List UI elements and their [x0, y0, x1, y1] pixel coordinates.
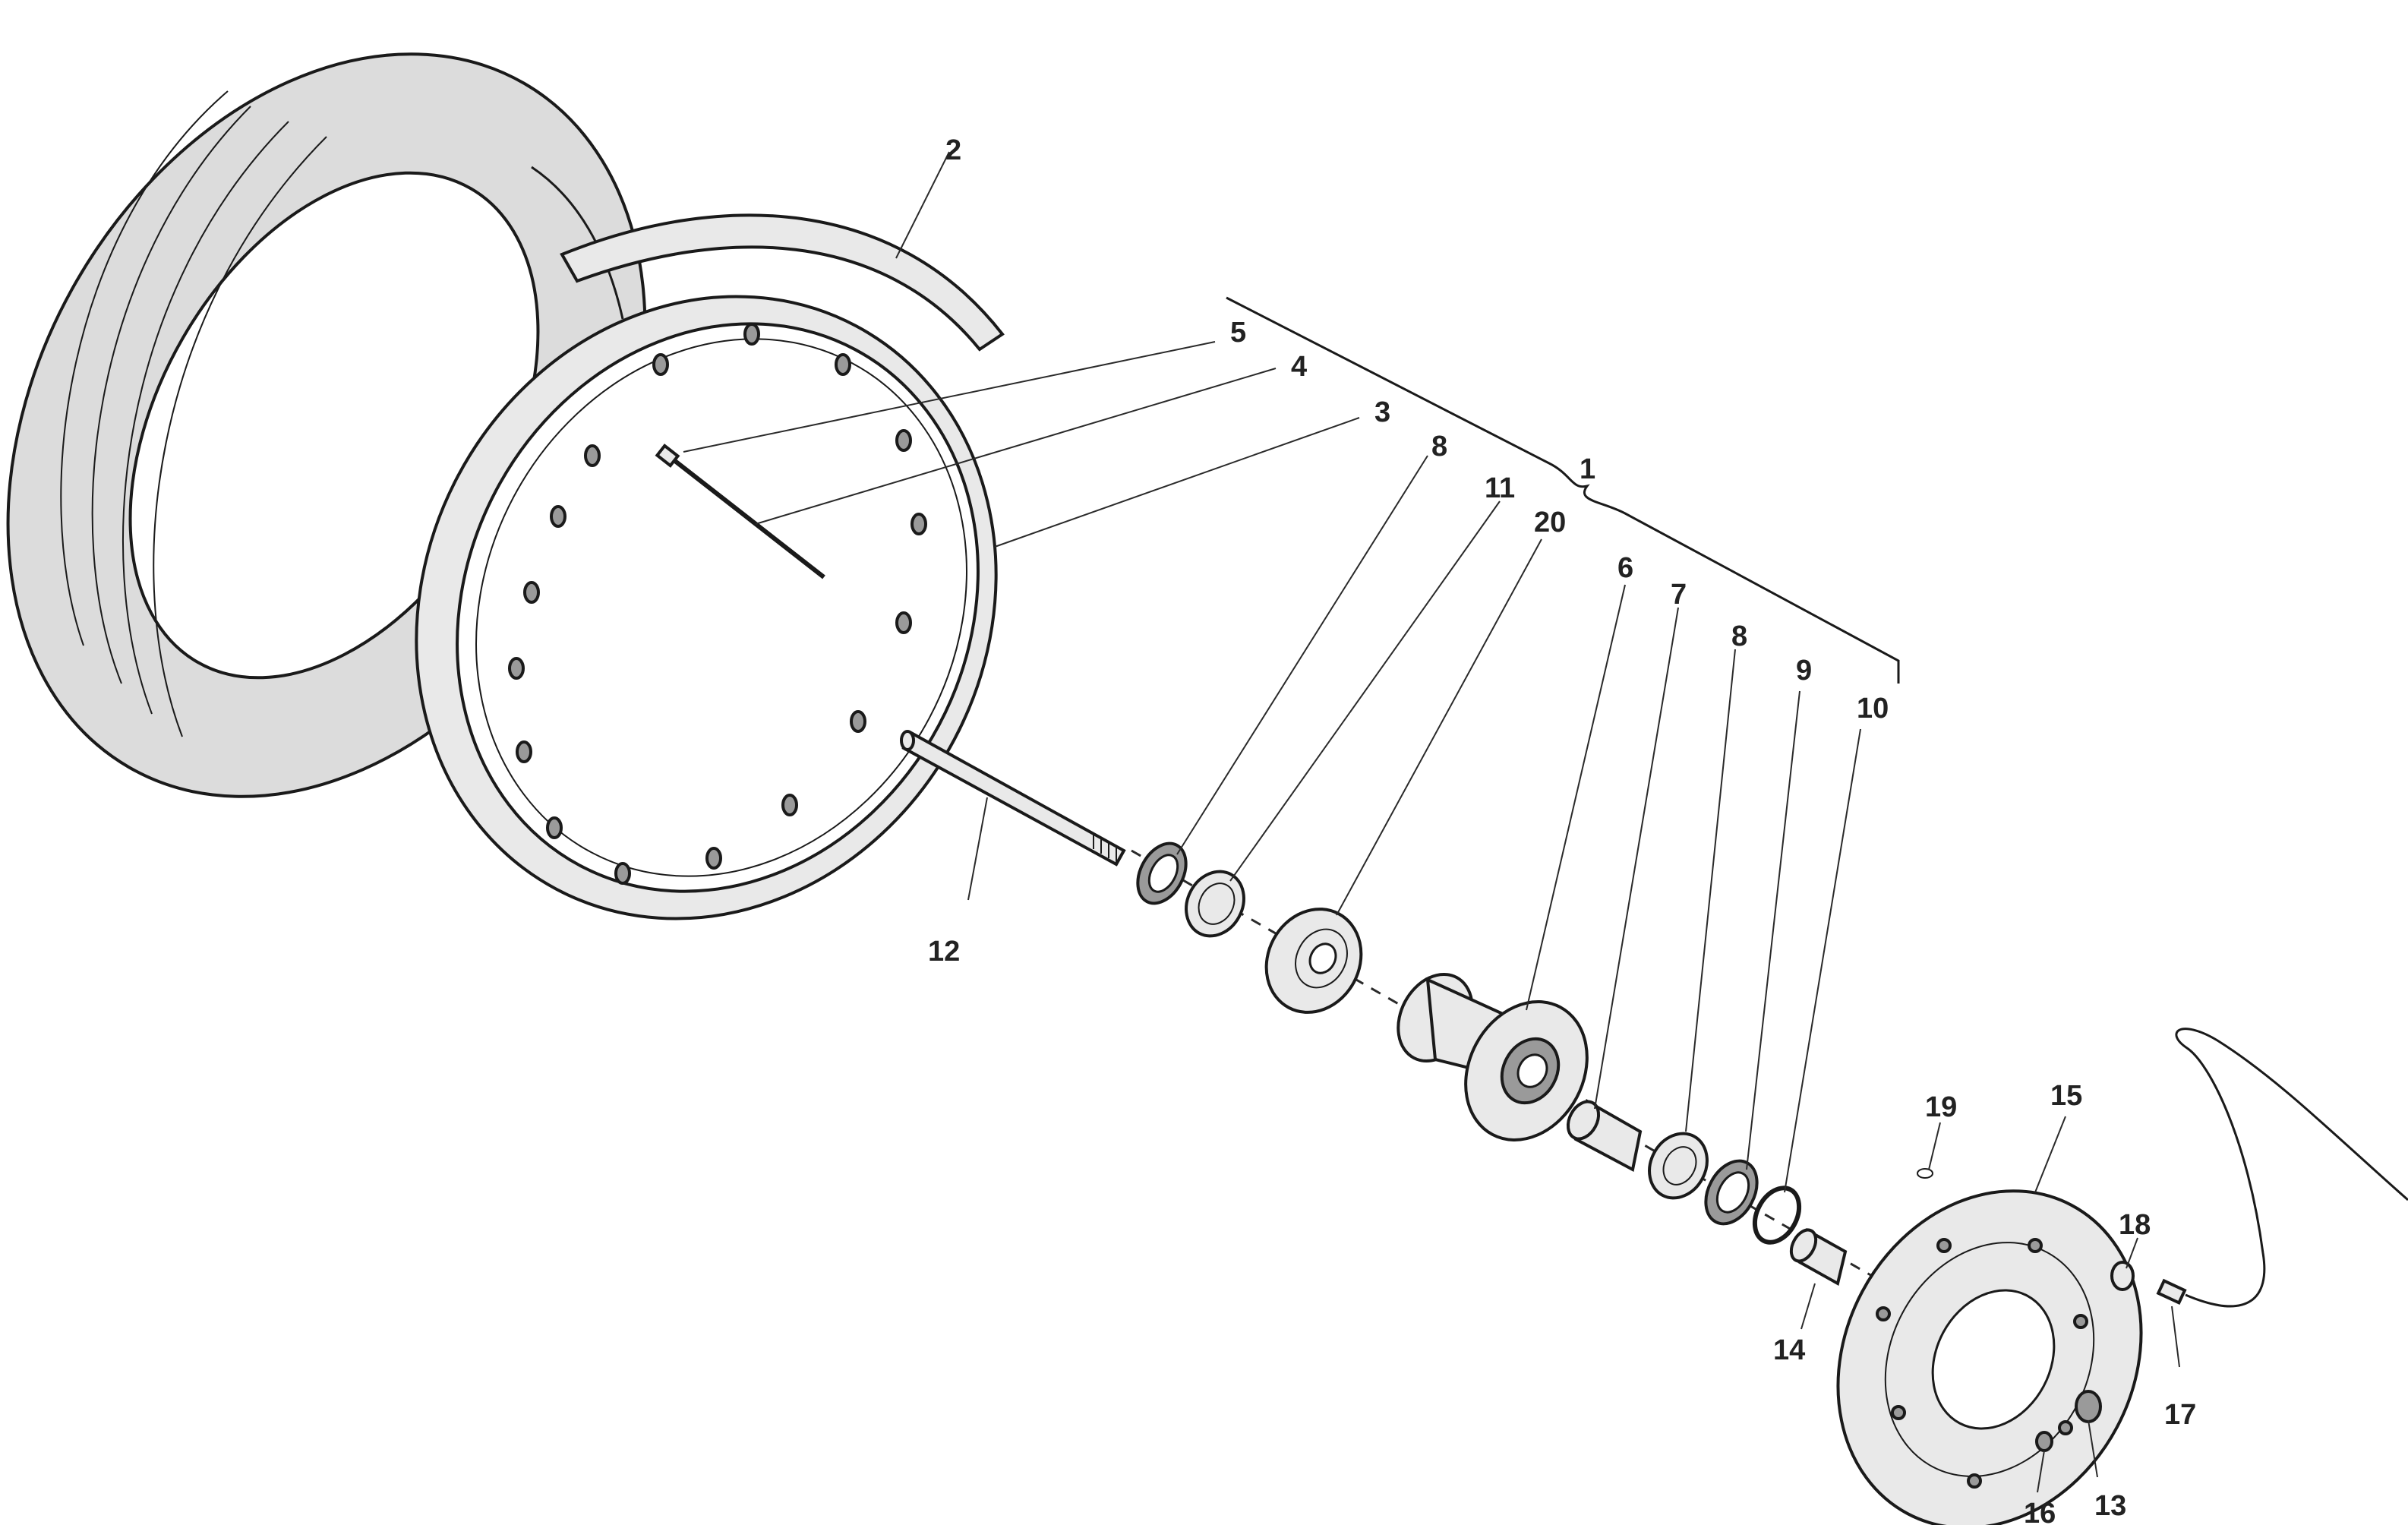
valve-spoke — [655, 444, 825, 579]
bearing-left — [1185, 870, 1245, 938]
callout-3: 3 — [1374, 396, 1390, 428]
brake-disc — [1836, 1189, 2143, 1525]
callout-8a: 8 — [1431, 431, 1447, 463]
bearing-right — [1648, 1132, 1709, 1200]
assembly-bracket — [1226, 296, 1900, 684]
callout-16: 16 — [2024, 1498, 2056, 1525]
callout-17: 17 — [2164, 1399, 2196, 1431]
brake-spacer — [1789, 1227, 1848, 1287]
callout-1: 1 — [1580, 453, 1595, 485]
callout-11: 11 — [1485, 472, 1515, 504]
callout-13: 13 — [2094, 1490, 2126, 1522]
callout-9: 9 — [1796, 655, 1812, 687]
callout-8b: 8 — [1731, 620, 1747, 652]
callout-10: 10 — [1857, 693, 1889, 725]
callout-5: 5 — [1230, 317, 1246, 349]
oil-seal-right — [1704, 1159, 1759, 1226]
rim-strip — [560, 213, 1005, 352]
callout-2: 2 — [945, 134, 961, 166]
callout-18: 18 — [2119, 1209, 2151, 1241]
callout-14: 14 — [1773, 1334, 1805, 1366]
speed-sensor-cable — [2156, 1028, 2408, 1308]
rim — [415, 295, 998, 920]
callout-15: 15 — [2050, 1080, 2082, 1112]
circlip — [1752, 1186, 1802, 1245]
leader-lines — [683, 151, 2180, 1493]
callout-12: 12 — [928, 936, 960, 968]
callout-20: 20 — [1534, 507, 1566, 538]
callout-19: 19 — [1925, 1091, 1957, 1123]
callout-6: 6 — [1617, 552, 1633, 584]
axle — [900, 730, 1126, 867]
spacer — [1566, 1099, 1643, 1173]
callout-labels: 1 2 3 4 5 6 7 8 8 9 10 11 12 13 14 15 16… — [928, 134, 2196, 1525]
callout-4: 4 — [1291, 351, 1307, 383]
rim-spoke-holes — [508, 323, 927, 885]
callout-7: 7 — [1671, 579, 1687, 611]
bearing-large — [1264, 908, 1363, 1014]
hub — [1397, 972, 1589, 1141]
oil-seal-left — [1136, 841, 1188, 905]
